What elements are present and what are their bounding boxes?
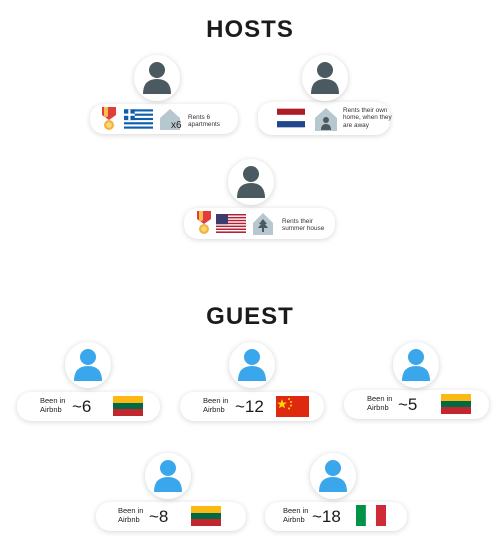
usa-flag-icon: [216, 214, 246, 233]
summer-house-icon: [253, 213, 273, 235]
guest-count-3: ~5: [398, 395, 418, 414]
lithuania-flag-icon: [441, 394, 471, 414]
guest-label-2: Been in Airbnb: [203, 396, 229, 414]
guest-label-5: Been in Airbnb: [283, 506, 309, 524]
home-person-icon: [315, 108, 337, 131]
guest-count-4: ~8: [149, 507, 169, 526]
guest-label-4: Been in Airbnb: [118, 506, 144, 524]
guest-count-1: ~6: [72, 397, 92, 416]
greece-flag-icon: [124, 109, 153, 129]
guest-avatar-5: [310, 453, 356, 499]
guest-label-3: Been in Airbnb: [367, 394, 393, 412]
host-rent-text-2: Rents their own home, when they are away: [343, 107, 392, 129]
lithuania-flag-icon: [191, 506, 221, 526]
award-medal-icon: [197, 211, 211, 234]
person-icon: [238, 349, 266, 381]
host-avatar-1: [134, 55, 180, 101]
award-medal-icon: [102, 107, 116, 130]
host-rent-text-1: Rents 6 apartments: [188, 114, 220, 129]
person-icon: [402, 349, 430, 381]
guest-card-4: [96, 502, 246, 531]
person-icon: [237, 166, 265, 198]
guest-label-1: Been in Airbnb: [40, 396, 66, 414]
host-avatar-3: [228, 159, 274, 205]
china-flag-icon: [276, 396, 309, 417]
person-icon: [74, 349, 102, 381]
person-icon: [319, 460, 347, 492]
hosts-title: HOSTS: [206, 16, 294, 43]
house-icon: [160, 109, 180, 130]
guest-avatar-2: [229, 342, 275, 388]
guest-avatar-3: [393, 342, 439, 388]
person-icon: [143, 62, 171, 94]
person-icon: [154, 460, 182, 492]
netherlands-flag-icon: [277, 108, 305, 128]
guest-avatar-4: [145, 453, 191, 499]
guest-count-2: ~12: [235, 397, 264, 416]
guest-avatar-1: [65, 342, 111, 388]
host-rent-text-3: Rents their summer house: [282, 218, 325, 233]
person-icon: [311, 62, 339, 94]
host-avatar-2: [302, 55, 348, 101]
guest-title: GUEST: [206, 303, 294, 330]
italy-flag-icon: [356, 505, 386, 526]
lithuania-flag-icon: [113, 396, 143, 416]
guest-count-5: ~18: [312, 507, 341, 526]
apartment-count: x6: [171, 120, 182, 131]
